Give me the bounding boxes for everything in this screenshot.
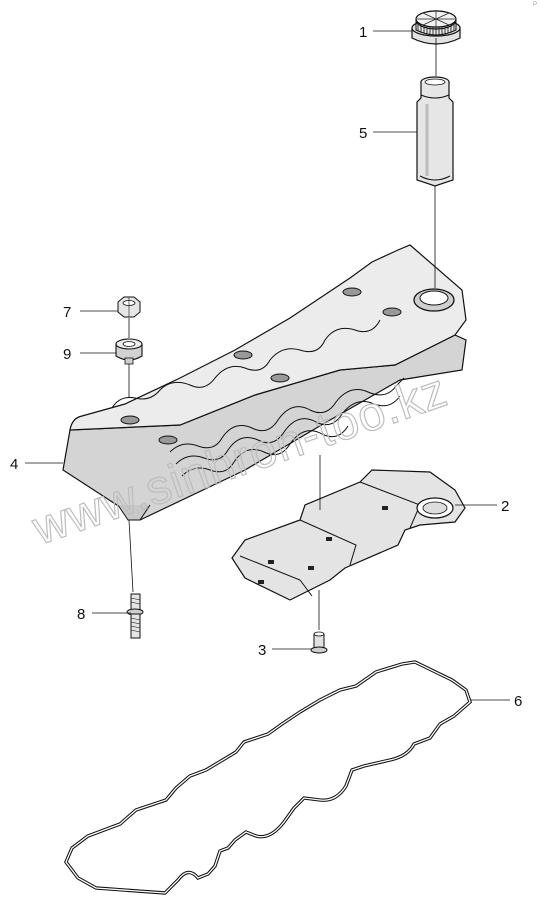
corner-mark: P: [532, 2, 537, 8]
callout-6: 6: [514, 693, 522, 710]
callout-1: 1: [359, 24, 367, 41]
callout-2: 2: [501, 498, 509, 515]
leader-lines: [25, 30, 510, 701]
stud-bolt: [126, 593, 144, 639]
callout-3: 3: [258, 642, 266, 659]
callout-7: 7: [63, 304, 71, 321]
callout-5: 5: [359, 125, 367, 142]
callout-8: 8: [77, 606, 85, 623]
filler-tube: [416, 76, 454, 187]
callout-labels: 1 5 7 9 4 2 3 8 6: [10, 24, 522, 710]
callout-9: 9: [63, 346, 71, 363]
baffle-plate: [231, 469, 466, 601]
hex-nut: [117, 296, 141, 318]
valve-cover: [62, 244, 467, 521]
cover-gasket: [64, 660, 472, 895]
rubber-grommet: [115, 338, 143, 365]
callout-4: 4: [10, 456, 18, 473]
oil-filler-cap: [411, 10, 461, 45]
baffle-screw: [310, 631, 328, 654]
alignment-lines: [128, 38, 437, 630]
